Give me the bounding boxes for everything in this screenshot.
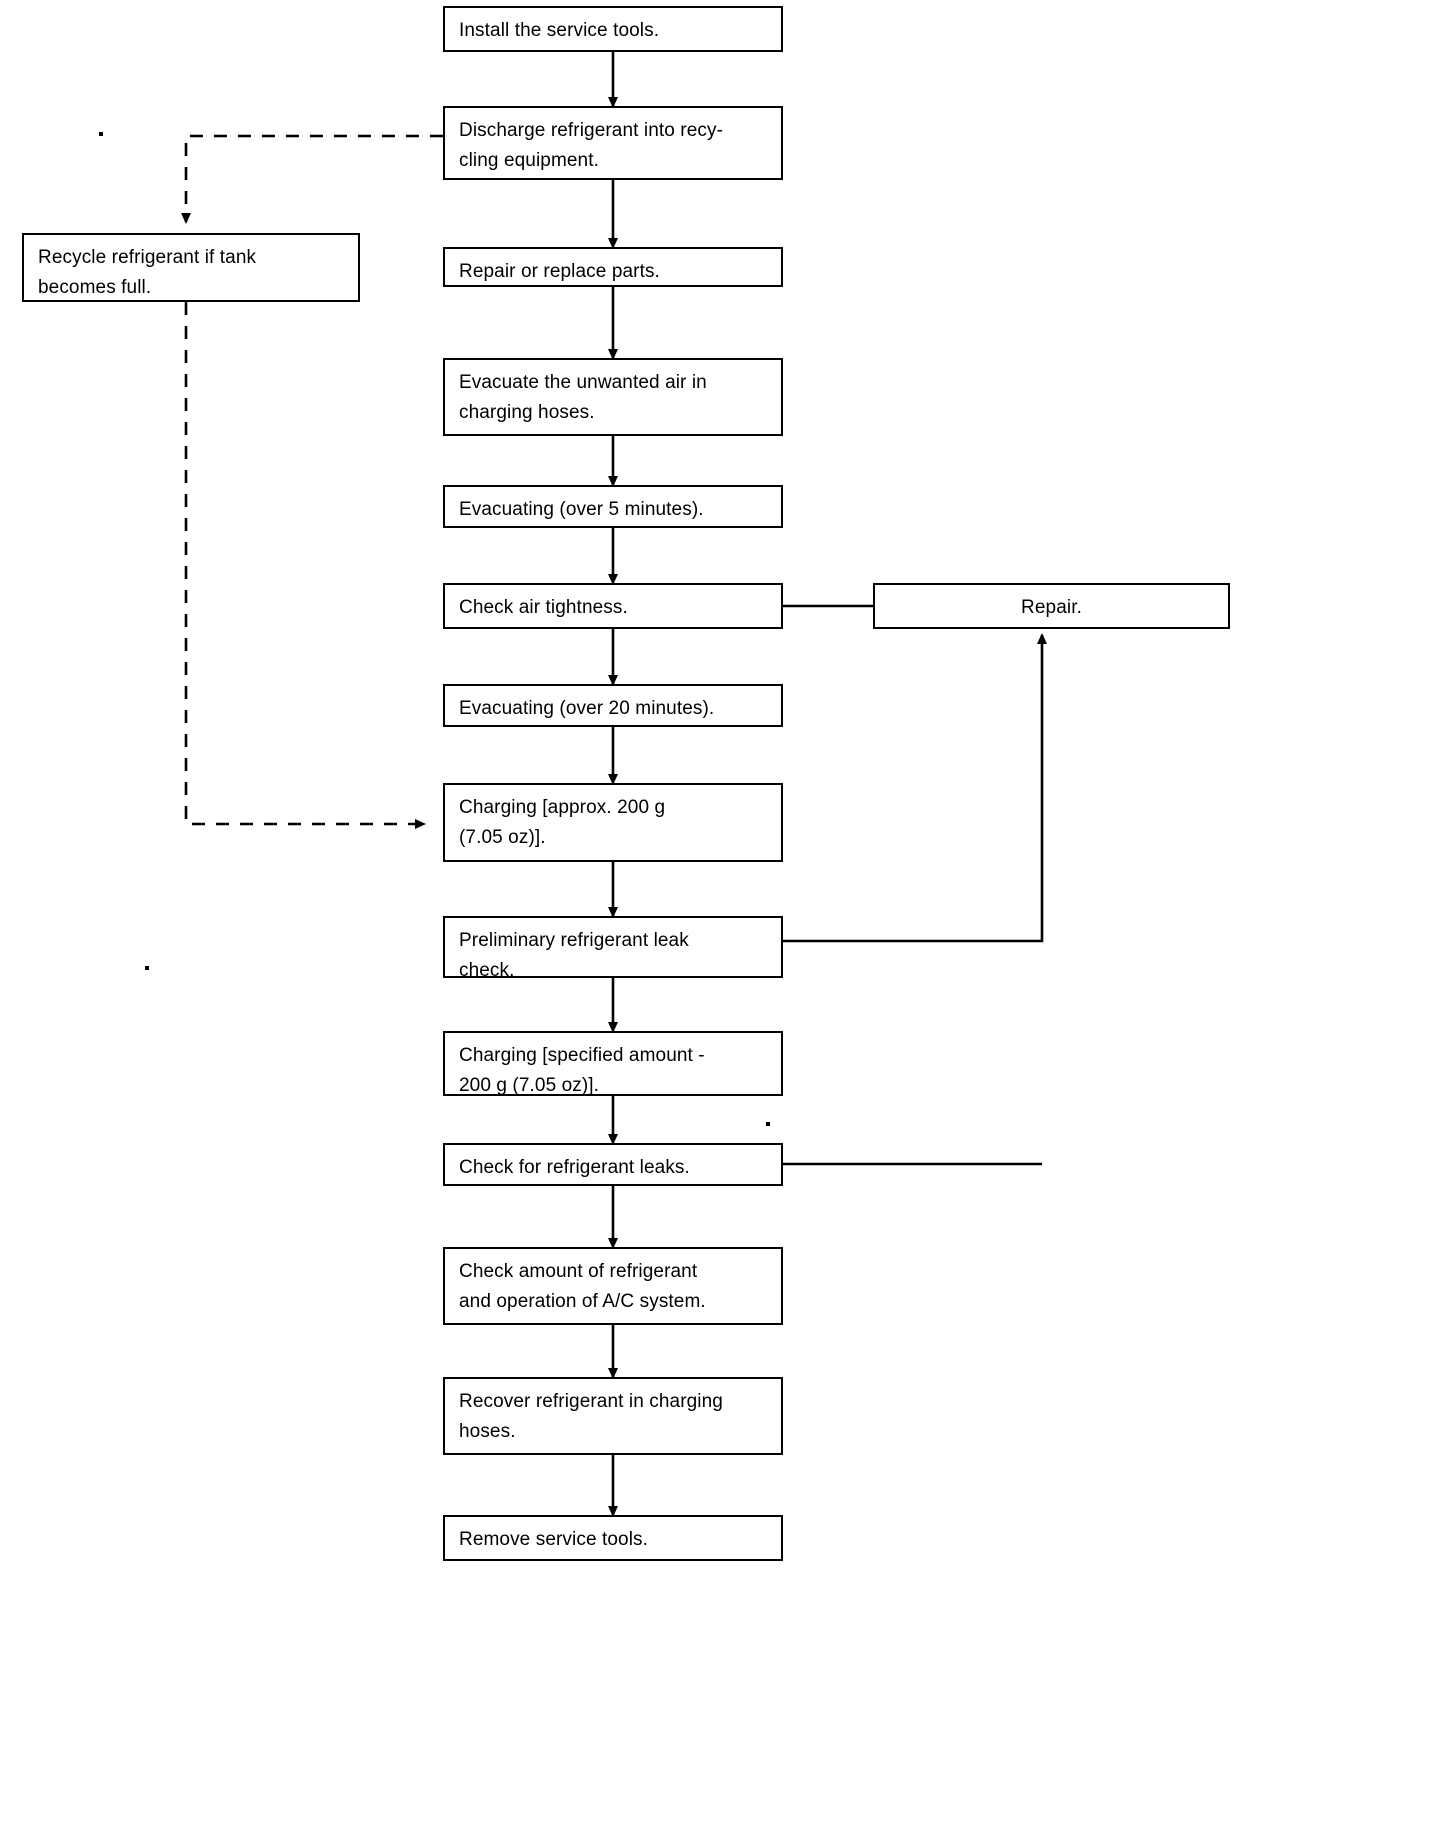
node-discharge-refrigerant[interactable]: Discharge refrigerant into recy- cling e… [443,106,783,180]
node-preliminary-refrigerant-leak-check[interactable]: Preliminary refrigerant leak check. [443,916,783,981]
node-label: Evacuating (over 20 minutes). [459,698,715,719]
node-label-line-1: Evacuate the unwanted air in [459,372,707,393]
node-install-the-service-tools[interactable]: Install the service tools. [443,6,783,52]
scan-speck [99,132,103,136]
node-check-for-refrigerant-leaks[interactable]: Check for refrigerant leaks. [443,1143,783,1186]
node-label-line-2: becomes full. [38,277,152,298]
node-label: Repair or replace parts. [459,261,660,282]
node-label-line-2: and operation of A/C system. [459,1291,706,1312]
scan-speck [766,1122,770,1126]
node-label: Install the service tools. [459,20,660,41]
node-label-line-1: Check amount of refrigerant [459,1261,698,1282]
node-label-line-1: Discharge refrigerant into recy- [459,120,724,141]
node-evacuate-unwanted-air[interactable]: Evacuate the unwanted air in charging ho… [443,358,783,436]
node-check-air-tightness[interactable]: Check air tightness. [443,583,783,629]
node-label-line-2: hoses. [459,1421,516,1442]
node-label-line-2: (7.05 oz)]. [459,827,546,848]
node-label: Check for refrigerant leaks. [459,1157,690,1178]
node-repair[interactable]: Repair. [873,583,1230,629]
scan-speck [145,966,149,970]
node-evacuating-over-5-minutes[interactable]: Evacuating (over 5 minutes). [443,485,783,528]
node-label-line-1: Charging [approx. 200 g [459,797,666,818]
node-check-amount-and-operation[interactable]: Check amount of refrigerant and operatio… [443,1247,783,1325]
node-recover-refrigerant-in-hoses[interactable]: Recover refrigerant in charging hoses. [443,1377,783,1455]
node-label-line-1: Preliminary refrigerant leak [459,930,689,951]
node-charging-approx-200g[interactable]: Charging [approx. 200 g (7.05 oz)]. [443,783,783,862]
edge-recycle-charge200-dashed [184,302,426,829]
node-label-line-1: Charging [specified amount - [459,1045,705,1066]
node-label-line-1: Recover refrigerant in charging [459,1391,723,1412]
node-label: Evacuating (over 5 minutes). [459,499,704,520]
edge-prelimleak-repair [783,633,1047,943]
node-evacuating-over-20-minutes[interactable]: Evacuating (over 20 minutes). [443,684,783,727]
node-recycle-refrigerant-if-tank-full[interactable]: Recycle refrigerant if tank becomes full… [22,233,360,302]
node-repair-or-replace-parts[interactable]: Repair or replace parts. [443,247,783,287]
node-charging-specified-amount[interactable]: Charging [specified amount - 200 g (7.05… [443,1031,783,1096]
node-label: Remove service tools. [459,1529,649,1550]
edge-discharge-recycle-dashed [181,134,443,224]
node-label-line-2: cling equipment. [459,150,599,171]
node-label-line-2: check. [459,960,515,981]
node-label: Repair. [1021,597,1082,618]
node-label-line-1: Recycle refrigerant if tank [38,247,257,268]
node-label: Check air tightness. [459,597,628,618]
node-remove-service-tools[interactable]: Remove service tools. [443,1515,783,1561]
node-label-line-2: 200 g (7.05 oz)]. [459,1075,600,1096]
node-label-line-2: charging hoses. [459,402,595,423]
